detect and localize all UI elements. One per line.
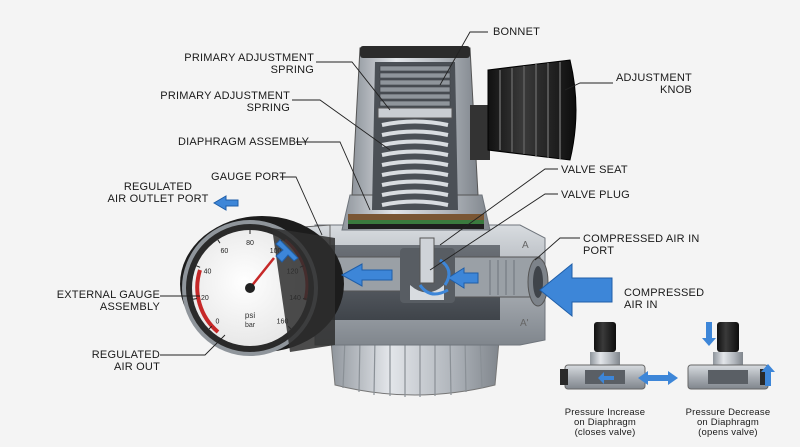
label-primary-spring-1-line1: PRIMARY ADJUSTMENT: [184, 52, 314, 64]
label-air-in-port-line1: COMPRESSED AIR IN: [583, 233, 700, 245]
label-air-in-line2: AIR IN: [624, 299, 658, 311]
primary-spring: [381, 119, 449, 207]
label-outlet-port-line2: AIR OUTLET PORT: [107, 193, 209, 205]
label-gauge-port: GAUGE PORT: [211, 171, 287, 183]
label-air-in-line1: COMPRESSED: [624, 287, 705, 299]
inset-decrease-line3: (opens valve): [698, 427, 758, 438]
diaphragm: [348, 214, 484, 229]
gauge-tick-mark: [192, 298, 198, 300]
gauge-tick-label: 160: [277, 319, 289, 326]
outlet-arrow: [213, 195, 239, 211]
label-outlet-port: REGULATED AIR OUTLET PORT: [103, 181, 213, 205]
label-valve-seat: VALVE SEAT: [561, 164, 628, 176]
flow-arrows: [213, 195, 613, 318]
gauge-tick-label: 20: [201, 295, 209, 302]
label-outlet-port-line1: REGULATED: [123, 181, 193, 193]
gauge-tick-mark: [217, 239, 221, 244]
label-regulated-air-out: REGULATED AIR OUT: [60, 349, 160, 373]
inset-increase-line1: Pressure Increase: [564, 407, 646, 418]
gauge-unit-bottom: bar: [245, 322, 256, 329]
adjustment-knob: [470, 59, 577, 161]
flow-arrow-gauge: [275, 239, 299, 263]
label-regulated-air-out-line1: REGULATED: [91, 349, 160, 361]
label-air-in-port-line2: PORT: [583, 245, 615, 257]
gauge-tick-label: 60: [221, 248, 229, 255]
external-gauge: 020406080100120140160 psi bar: [180, 216, 344, 356]
label-primary-spring-2: PRIMARY ADJUSTMENT SPRING: [146, 90, 290, 114]
gauge-tick-mark: [196, 265, 201, 268]
label-bonnet: BONNET: [493, 26, 541, 38]
label-external-gauge-line1: EXTERNAL GAUGE: [56, 289, 160, 301]
inset-decrease-line1: Pressure Decrease: [685, 407, 771, 418]
gauge-tick-mark: [208, 325, 213, 330]
gauge-unit-top: psi: [245, 311, 255, 320]
label-regulated-air-out-line2: AIR OUT: [113, 361, 160, 373]
inset-increase-line3: (closes valve): [574, 427, 636, 438]
inset-decrease-line2: on Diaphragm: [696, 417, 760, 428]
label-external-gauge-line2: ASSEMBLY: [99, 301, 160, 313]
gauge-tick-label: 0: [216, 319, 220, 326]
section-marker-a: A: [522, 240, 529, 251]
flow-arrow-internal-2: [447, 267, 479, 289]
inset-caption-decrease: Pressure Decrease on Diaphragm (opens va…: [678, 408, 778, 438]
label-valve-plug: VALVE PLUG: [561, 189, 630, 201]
label-adjustment-knob: ADJUSTMENT KNOB: [616, 72, 692, 96]
label-external-gauge: EXTERNAL GAUGE ASSEMBLY: [50, 289, 160, 313]
inset-caption-increase: Pressure Increase on Diaphragm (closes v…: [555, 408, 655, 438]
air-in-arrow: [539, 262, 613, 318]
section-marker-a-prime: A': [520, 318, 529, 329]
label-primary-spring-1: PRIMARY ADJUSTMENT SPRING: [170, 52, 314, 76]
label-primary-spring-1-line2: SPRING: [270, 64, 314, 76]
label-primary-spring-2-line1: PRIMARY ADJUSTMENT: [160, 90, 290, 102]
label-adjustment-knob-line1: ADJUSTMENT: [616, 72, 692, 84]
gauge-tick-label: 40: [204, 268, 212, 275]
gauge-needle: [249, 257, 275, 289]
inset-pressure-increase: [560, 322, 646, 390]
inset-pressure-decrease: [687, 322, 775, 390]
label-compressed-air-in: COMPRESSED AIR IN: [624, 287, 704, 311]
label-diaphragm-assembly: DIAPHRAGM ASSEMBLY: [178, 136, 310, 148]
gauge-tick-label: 80: [246, 240, 254, 247]
leader-lines: [160, 31, 613, 356]
inset-increase-line2: on Diaphragm: [573, 417, 637, 428]
label-compressed-air-in-port: COMPRESSED AIR IN PORT: [583, 233, 699, 257]
label-primary-spring-2-line2: SPRING: [246, 102, 290, 114]
regulator-body: [314, 224, 549, 346]
inset-double-arrow: [638, 371, 678, 385]
label-adjustment-knob-line2: KNOB: [659, 84, 692, 96]
flow-arrow-internal-1: [340, 263, 393, 287]
